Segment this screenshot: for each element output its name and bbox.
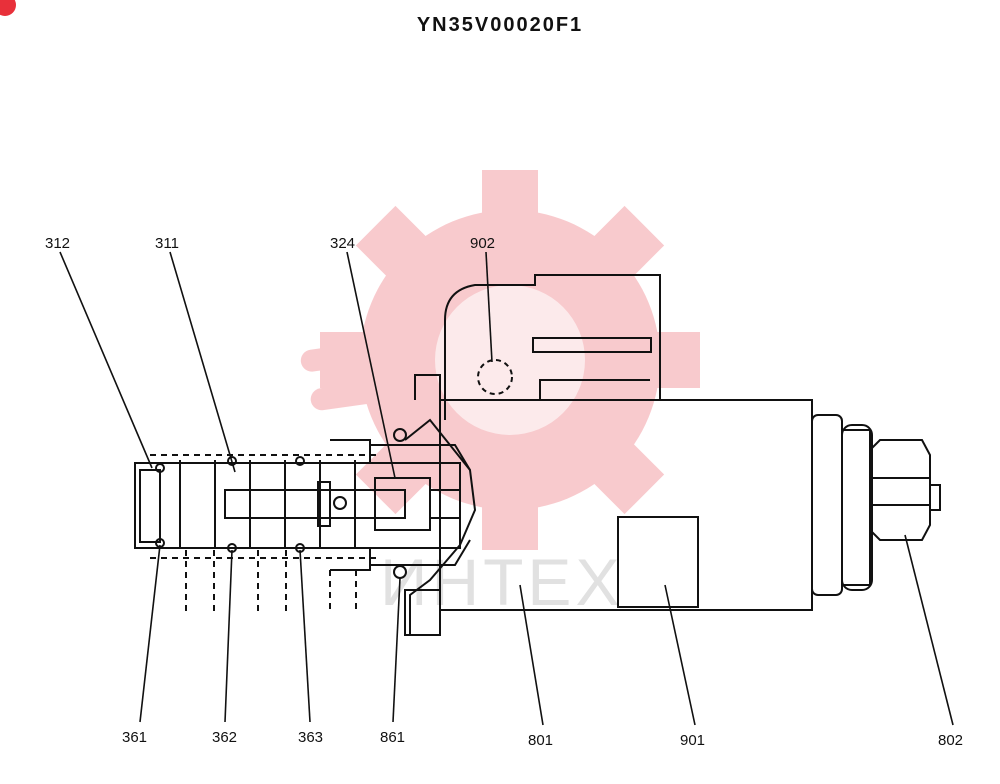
callout-324: 324 [330, 235, 355, 252]
callout-901: 901 [680, 732, 705, 749]
corner-badge [0, 0, 16, 16]
callout-802: 802 [938, 732, 963, 749]
callout-362: 362 [212, 729, 237, 746]
watermark-text: ИНТЕХ [380, 545, 623, 619]
callout-902: 902 [470, 235, 495, 252]
callout-312: 312 [45, 235, 70, 252]
callout-363: 363 [298, 729, 323, 746]
callout-311: 311 [155, 235, 179, 252]
leader-lines [59, 251, 954, 726]
callout-861: 861 [380, 729, 405, 746]
port-lines [150, 454, 380, 612]
valve-body-drawing [134, 274, 941, 636]
callout-361: 361 [122, 729, 147, 746]
callout-801: 801 [528, 732, 553, 749]
callout-circle-902 [477, 359, 513, 395]
drawing-title: YN35V00020F1 [416, 14, 584, 36]
